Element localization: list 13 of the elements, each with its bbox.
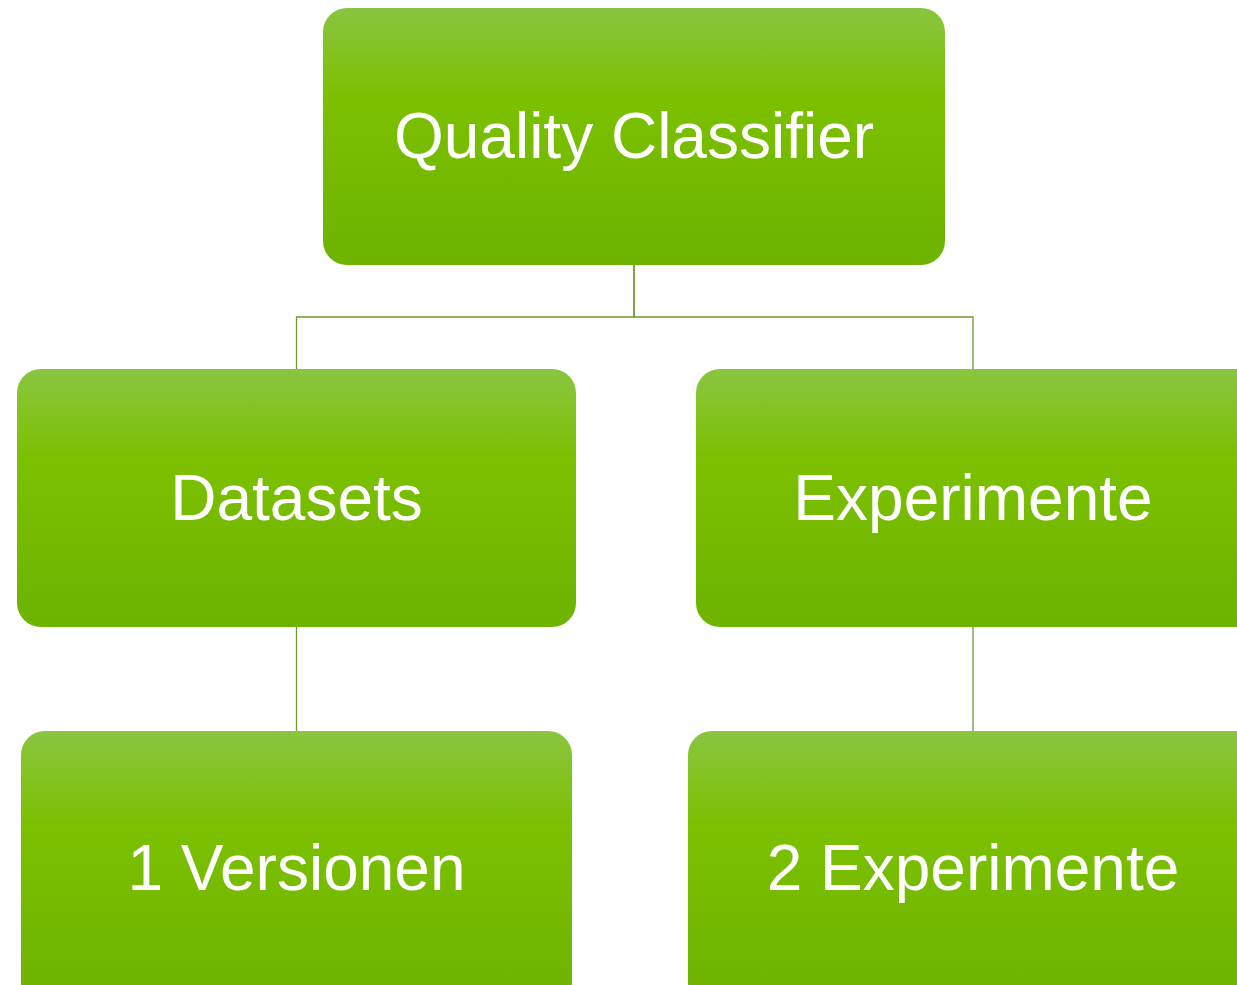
rounded-box: [323, 8, 945, 265]
node-label: 2 Experimente: [765, 831, 1181, 907]
rounded-box: [688, 731, 1237, 985]
rounded-box: [17, 369, 576, 627]
node-label: Experimente: [792, 460, 1154, 536]
connector-line: [295, 626, 298, 732]
rounded-box: [21, 731, 572, 985]
rounded-box: [696, 369, 1237, 627]
node-label: 1 Versionen: [126, 831, 467, 907]
connector-line: [633, 264, 974, 370]
node-label: Quality Classifier: [392, 99, 876, 175]
node-label: Datasets: [169, 460, 424, 536]
connector-line: [972, 626, 974, 732]
